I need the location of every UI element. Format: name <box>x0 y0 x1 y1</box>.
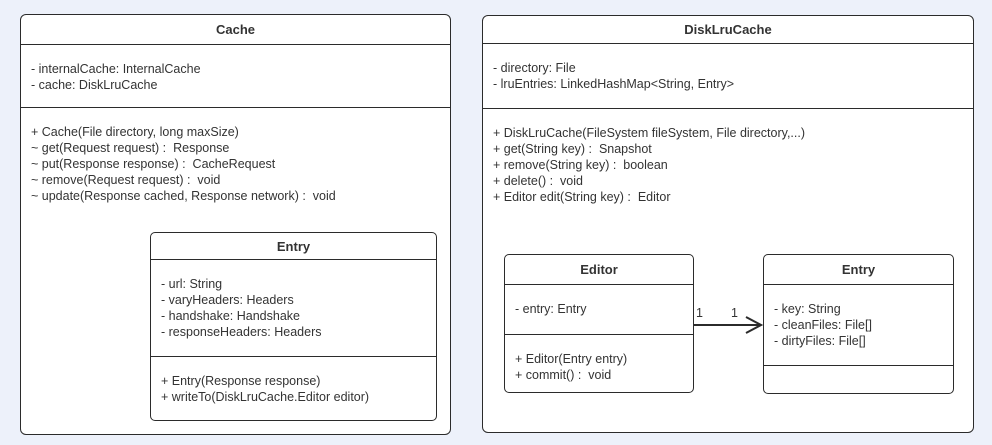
class-cache-attributes: - internalCache: InternalCache - cache: D… <box>21 45 450 108</box>
member-line: - entry: Entry <box>515 302 587 316</box>
open-arrowhead-icon <box>745 316 763 334</box>
member-line: - cleanFiles: File[] <box>774 318 872 332</box>
class-editor-attributes: - entry: Entry <box>505 285 693 335</box>
class-box-disklrucache: DiskLruCache - directory: File - lruEntri… <box>482 15 974 433</box>
class-box-editor: Editor - entry: Entry + Editor(Entry ent… <box>504 254 694 393</box>
member-line: - dirtyFiles: File[] <box>774 334 866 348</box>
member-line: + Editor(Entry entry) <box>515 352 628 366</box>
class-cache-entry-methods: + Entry(Response response) + writeTo(Disk… <box>151 357 436 420</box>
class-editor-methods: + Editor(Entry entry) + commit() : void <box>505 335 693 392</box>
member-line: ~ put(Response response) : CacheRequest <box>31 157 276 171</box>
association-target-multiplicity: 1 <box>731 306 738 320</box>
member-line: ~ get(Request request) : Response <box>31 141 230 155</box>
class-disklrucache-attributes: - directory: File - lruEntries: LinkedHas… <box>483 44 973 109</box>
class-disk-entry-attributes: - key: String - cleanFiles: File[] - dirty… <box>764 285 953 366</box>
member-line: + delete() : void <box>493 174 583 188</box>
class-cache-methods: + Cache(File directory, long maxSize) ~ g… <box>21 108 450 434</box>
class-title-disklrucache: DiskLruCache <box>483 16 973 44</box>
member-line: - cache: DiskLruCache <box>31 78 158 92</box>
member-line: + writeTo(DiskLruCache.Editor editor) <box>161 390 370 404</box>
class-title-disk-entry: Entry <box>764 255 953 285</box>
member-line: - responseHeaders: Headers <box>161 325 322 339</box>
member-line: + DiskLruCache(FileSystem fileSystem, Fi… <box>493 126 805 140</box>
editor-entry-association-arrow <box>693 316 763 334</box>
member-line: + Cache(File directory, long maxSize) <box>31 125 239 139</box>
member-line: - varyHeaders: Headers <box>161 293 294 307</box>
member-line: + Editor edit(String key) : Editor <box>493 190 671 204</box>
association-source-multiplicity: 1 <box>696 306 703 320</box>
member-line: - handshake: Handshake <box>161 309 300 323</box>
class-disklrucache-methods: + DiskLruCache(FileSystem fileSystem, Fi… <box>483 109 973 432</box>
class-title-editor: Editor <box>505 255 693 285</box>
member-line: + commit() : void <box>515 368 612 382</box>
member-line: - key: String <box>774 302 841 316</box>
class-box-cache: Cache - internalCache: InternalCache - ca… <box>20 14 451 435</box>
member-line: - lruEntries: LinkedHashMap<String, Entr… <box>493 77 735 91</box>
member-line: + remove(String key) : boolean <box>493 158 668 172</box>
class-disk-entry-methods <box>764 366 953 393</box>
class-box-disk-entry: Entry - key: String- cleanFiles: File[]-… <box>763 254 954 394</box>
member-line: ~ update(Response cached, Response netwo… <box>31 189 336 203</box>
member-line: + Entry(Response response) <box>161 374 321 388</box>
class-title-cache: Cache <box>21 15 450 45</box>
member-line: - internalCache: InternalCache <box>31 62 201 76</box>
class-box-cache-entry: Entry - url: String - varyHeaders: Header… <box>150 232 437 421</box>
member-line: ~ remove(Request request) : void <box>31 173 221 187</box>
member-line: - url: String <box>161 277 223 291</box>
class-cache-entry-attributes: - url: String - varyHeaders: Headers - han… <box>151 260 436 357</box>
member-line: + get(String key) : Snapshot <box>493 142 652 156</box>
class-title-cache-entry: Entry <box>151 233 436 260</box>
member-line: - directory: File <box>493 61 576 75</box>
